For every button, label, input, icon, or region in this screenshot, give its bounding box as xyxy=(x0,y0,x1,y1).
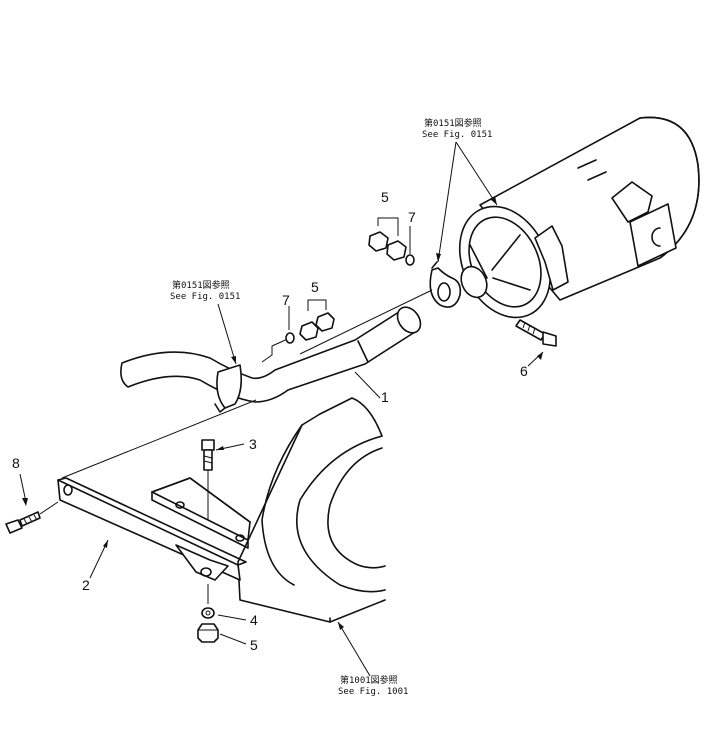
nut-group-mid xyxy=(285,312,335,344)
vehicle-body-fender xyxy=(237,397,386,623)
pipe-reference: 第0151図参照 See Fig. 0151 xyxy=(170,279,240,365)
callout-label: 6 xyxy=(520,363,528,379)
callout-5-bottom: 5 xyxy=(250,637,258,653)
pipe-ref-en: See Fig. 0151 xyxy=(170,292,240,302)
bolt-3 xyxy=(201,439,245,520)
callout-7-top: 7 xyxy=(408,209,416,225)
callout-7-mid: 7 xyxy=(282,292,290,308)
callout-label: 5 xyxy=(381,189,389,205)
mounting-bracket-upper xyxy=(151,477,251,549)
muffler-ref-en: See Fig. 0151 xyxy=(422,130,492,140)
callout-8: 8 xyxy=(12,455,20,471)
callout-label: 5 xyxy=(250,637,258,653)
callout-label: 3 xyxy=(249,436,257,452)
callout-label: 4 xyxy=(250,612,258,628)
callout-label: 7 xyxy=(408,209,416,225)
pipe-leader xyxy=(261,337,291,363)
callout-6: 6 xyxy=(520,363,528,379)
callout-1: 1 xyxy=(381,389,389,405)
callout-label: 1 xyxy=(381,389,389,405)
callout-label: 8 xyxy=(12,455,20,471)
callout-3: 3 xyxy=(249,436,257,452)
muffler-ref-jp: 第0151図参照 xyxy=(424,117,482,129)
exhaust-clamp xyxy=(429,261,462,308)
bracket-5-mid xyxy=(307,299,327,311)
assembly-line-left xyxy=(61,399,257,479)
callout-2: 2 xyxy=(82,577,90,593)
nut-group-top xyxy=(368,231,415,266)
body-reference: 第1001図参照 See Fig. 1001 xyxy=(337,621,408,697)
bolt-8 xyxy=(5,473,59,534)
washer-4 xyxy=(201,607,247,621)
leader-1 xyxy=(354,371,381,399)
body-ref-en: See Fig. 1001 xyxy=(338,687,408,697)
exhaust-pipe xyxy=(120,306,422,413)
bolt-6 xyxy=(515,319,557,367)
bracket-5-top xyxy=(377,217,399,236)
assembly-line-top xyxy=(299,289,433,355)
callout-4: 4 xyxy=(250,612,258,628)
callout-label: 2 xyxy=(82,577,90,593)
callout-5-top: 5 xyxy=(381,189,389,205)
muffler-reference: 第0151図参照 See Fig. 0151 xyxy=(422,117,498,263)
nut-5-bottom xyxy=(197,623,247,645)
callout-label: 5 xyxy=(311,279,319,295)
pipe-ref-jp: 第0151図参照 xyxy=(172,279,230,291)
mounting-bracket-2 xyxy=(57,477,247,581)
callout-label: 7 xyxy=(282,292,290,308)
callout-5-mid: 5 xyxy=(311,279,319,295)
body-ref-jp: 第1001図参照 xyxy=(340,674,398,686)
muffler xyxy=(458,116,700,319)
